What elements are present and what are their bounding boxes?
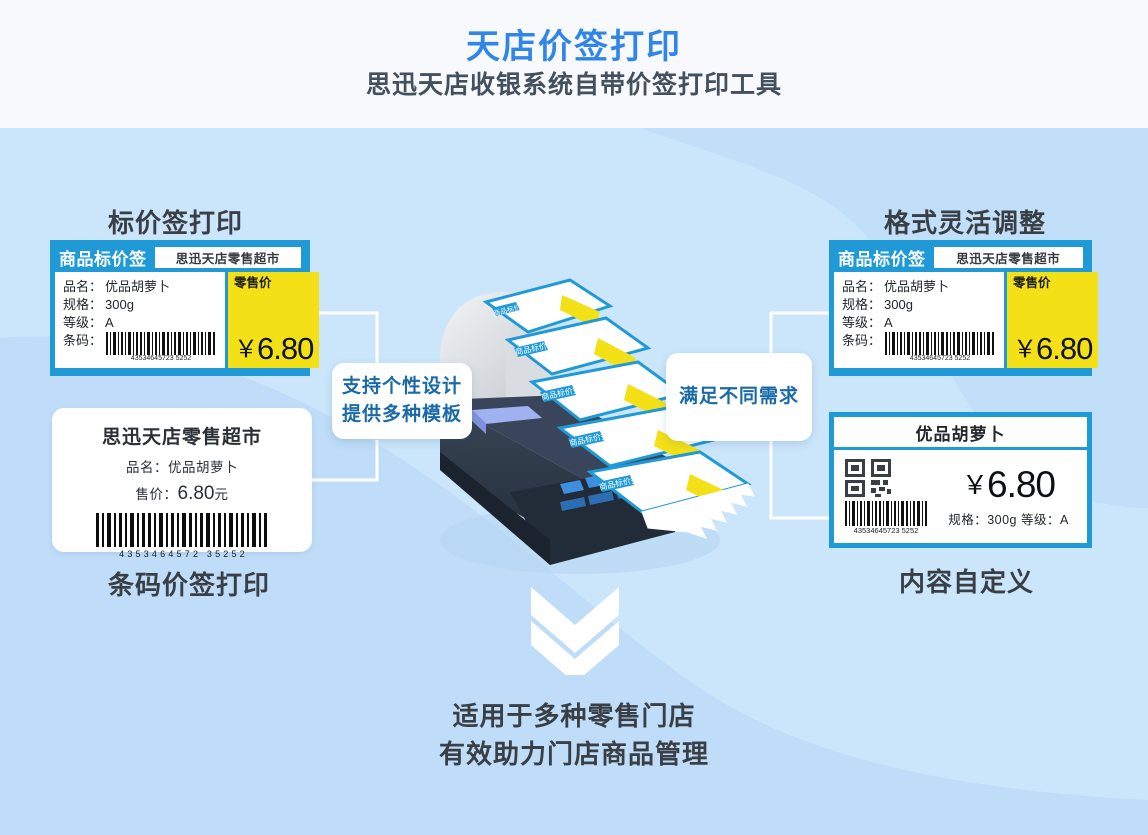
custom-content-card: 优品胡萝卜 — [829, 412, 1092, 548]
callout-line-1: 支持个性设计 — [341, 376, 462, 397]
row-key: 条码： — [63, 333, 103, 348]
custom-card-price-area: ￥6.80 规格：300g 等级：A — [940, 466, 1077, 528]
bottom-caption-line-2: 有效助力门店商品管理 — [438, 739, 709, 769]
price-tag-header-title: 商品标价签 — [838, 249, 926, 269]
heading-flexible-format: 格式灵活调整 — [884, 208, 1047, 238]
callout-line-2: 提供多种模板 — [341, 404, 462, 425]
row-key: 条码： — [842, 333, 882, 348]
price-tag-store-name: 思迅天店零售超市 — [933, 246, 1083, 268]
barcode-block: 43534645723 5252 — [105, 332, 217, 363]
barcode-block: 43534645723 5252 — [884, 332, 996, 363]
price-unit: 元 — [214, 487, 229, 502]
callout-line-1: 满足不同需求 — [678, 386, 799, 407]
row-value: 优品胡萝卜 — [884, 279, 950, 294]
chevron-down-icon — [531, 587, 619, 675]
price-tag-row-spec: 规格： 300g — [63, 296, 217, 313]
row-key: 等级： — [842, 315, 882, 330]
barcode-digits: 4353464572 35252 — [119, 549, 248, 559]
page-header: 天店价签打印 思迅天店收银系统自带价签打印工具 — [0, 0, 1148, 128]
custom-card-body: 43534645723 5252 ￥6.80 规格：300g 等级：A — [834, 450, 1087, 543]
barcode-label-price: 售价：6.80元 — [136, 483, 229, 505]
custom-card-codes: 43534645723 5252 — [844, 458, 928, 535]
barcode-digits: 43534645723 5252 — [130, 355, 192, 362]
price-tag-row-spec: 规格： 300g — [842, 296, 996, 313]
row-value: A — [105, 315, 114, 330]
row-key: 等级： — [63, 315, 103, 330]
barcode-label-store: 思迅天店零售超市 — [101, 427, 262, 448]
price-tag-info: 品名： 优品胡萝卜 规格： 300g 等级： A 条码： — [55, 272, 225, 368]
price-tag-row-name: 品名： 优品胡萝卜 — [63, 278, 217, 295]
barcode-label-name: 品名：优品胡萝卜 — [126, 456, 238, 476]
price-tag-header: 商品标价签 思迅天店零售超市 — [831, 242, 1090, 272]
price-tag-row-barcode: 条码： — [842, 332, 996, 363]
custom-card-meta: 规格：300g 等级：A — [948, 512, 1069, 527]
row-key: 规格： — [63, 297, 103, 312]
name-key: 品名： — [126, 460, 168, 475]
barcode-block: 4353464572 35252 — [94, 513, 270, 559]
heading-content-custom: 内容自定义 — [899, 567, 1035, 597]
price-label: 零售价 — [234, 276, 272, 290]
label-printer-illustration: 商品标价签 商品标价签 商品标价签 商品标价签 商品标价签 — [440, 278, 755, 574]
price-value: ￥6.80 — [1013, 331, 1093, 366]
row-key: 规格： — [842, 297, 882, 312]
barcode-icon — [105, 332, 217, 355]
price-tag-card-left: 商品标价签 思迅天店零售超市 品名： 优品胡萝卜 规格： 300g 等级： A … — [50, 240, 320, 376]
callout-design: 支持个性设计 提供多种模板 — [332, 363, 472, 439]
price-tag-row-barcode: 条码： — [63, 332, 217, 363]
page-subtitle: 思迅天店收银系统自带价签打印工具 — [365, 70, 782, 99]
barcode-icon — [884, 332, 996, 355]
callout-needs: 满足不同需求 — [666, 353, 812, 441]
price-tag-info: 品名： 优品胡萝卜 规格： 300g 等级： A 条码： — [834, 272, 1004, 368]
qr-code-icon — [844, 458, 902, 498]
bottom-caption-line-1: 适用于多种零售门店 — [452, 701, 696, 731]
price-tag-header: 商品标价签 思迅天店零售超市 — [52, 242, 308, 272]
currency-symbol: ￥ — [961, 469, 988, 500]
price-tag-header-title: 商品标价签 — [59, 249, 147, 269]
price-value: ￥6.80 — [234, 331, 314, 366]
row-value: 300g — [884, 297, 913, 312]
custom-card-title: 优品胡萝卜 — [834, 417, 1087, 447]
barcode-digits: 43534645723 5252 — [909, 355, 971, 362]
barcode-icon — [94, 513, 270, 547]
row-key: 品名： — [842, 279, 882, 294]
price-tag-store-name: 思迅天店零售超市 — [154, 246, 301, 268]
price-key: 售价： — [135, 487, 178, 502]
price-tag-body: 品名： 优品胡萝卜 规格： 300g 等级： A 条码： — [52, 272, 320, 371]
price-tag-row-grade: 等级： A — [63, 314, 217, 331]
price-tag-row-grade: 等级： A — [842, 314, 996, 331]
row-value: 优品胡萝卜 — [105, 279, 171, 294]
price-number: 6.80 — [257, 331, 314, 366]
row-value: 300g — [105, 297, 134, 312]
barcode-label-card: 思迅天店零售超市 品名：优品胡萝卜 售价：6.80元 — [52, 408, 312, 559]
price-value: 6.80 — [177, 483, 215, 504]
price-number: 6.80 — [987, 463, 1056, 505]
price-tag-row-name: 品名： 优品胡萝卜 — [842, 278, 996, 295]
barcode-digits: 43534645723 5252 — [853, 526, 919, 535]
row-key: 品名： — [63, 279, 103, 294]
price-tag-card-right: 商品标价签 思迅天店零售超市 品名： 优品胡萝卜 规格： 300g 等级： A … — [829, 240, 1099, 376]
price-value: ￥6.80 — [961, 463, 1056, 505]
page-title: 天店价签打印 — [466, 27, 682, 66]
heading-barcode-tag-print: 条码价签打印 — [108, 570, 271, 600]
row-value: A — [884, 315, 893, 330]
name-value: 优品胡萝卜 — [168, 460, 238, 475]
bottom-caption: 适用于多种零售门店 有效助力门店商品管理 — [0, 697, 1148, 773]
price-tag-body: 品名： 优品胡萝卜 规格： 300g 等级： A 条码： — [831, 272, 1099, 371]
barcode-icon — [844, 501, 928, 526]
price-tag-price-panel: 零售价 ￥6.80 — [1007, 272, 1099, 368]
heading-price-tag-print: 标价签打印 — [108, 208, 244, 238]
currency-symbol: ￥ — [234, 336, 258, 363]
price-label: 零售价 — [1013, 276, 1051, 290]
price-number: 6.80 — [1036, 331, 1093, 366]
currency-symbol: ￥ — [1013, 336, 1037, 363]
price-tag-price-panel: 零售价 ￥6.80 — [228, 272, 320, 368]
